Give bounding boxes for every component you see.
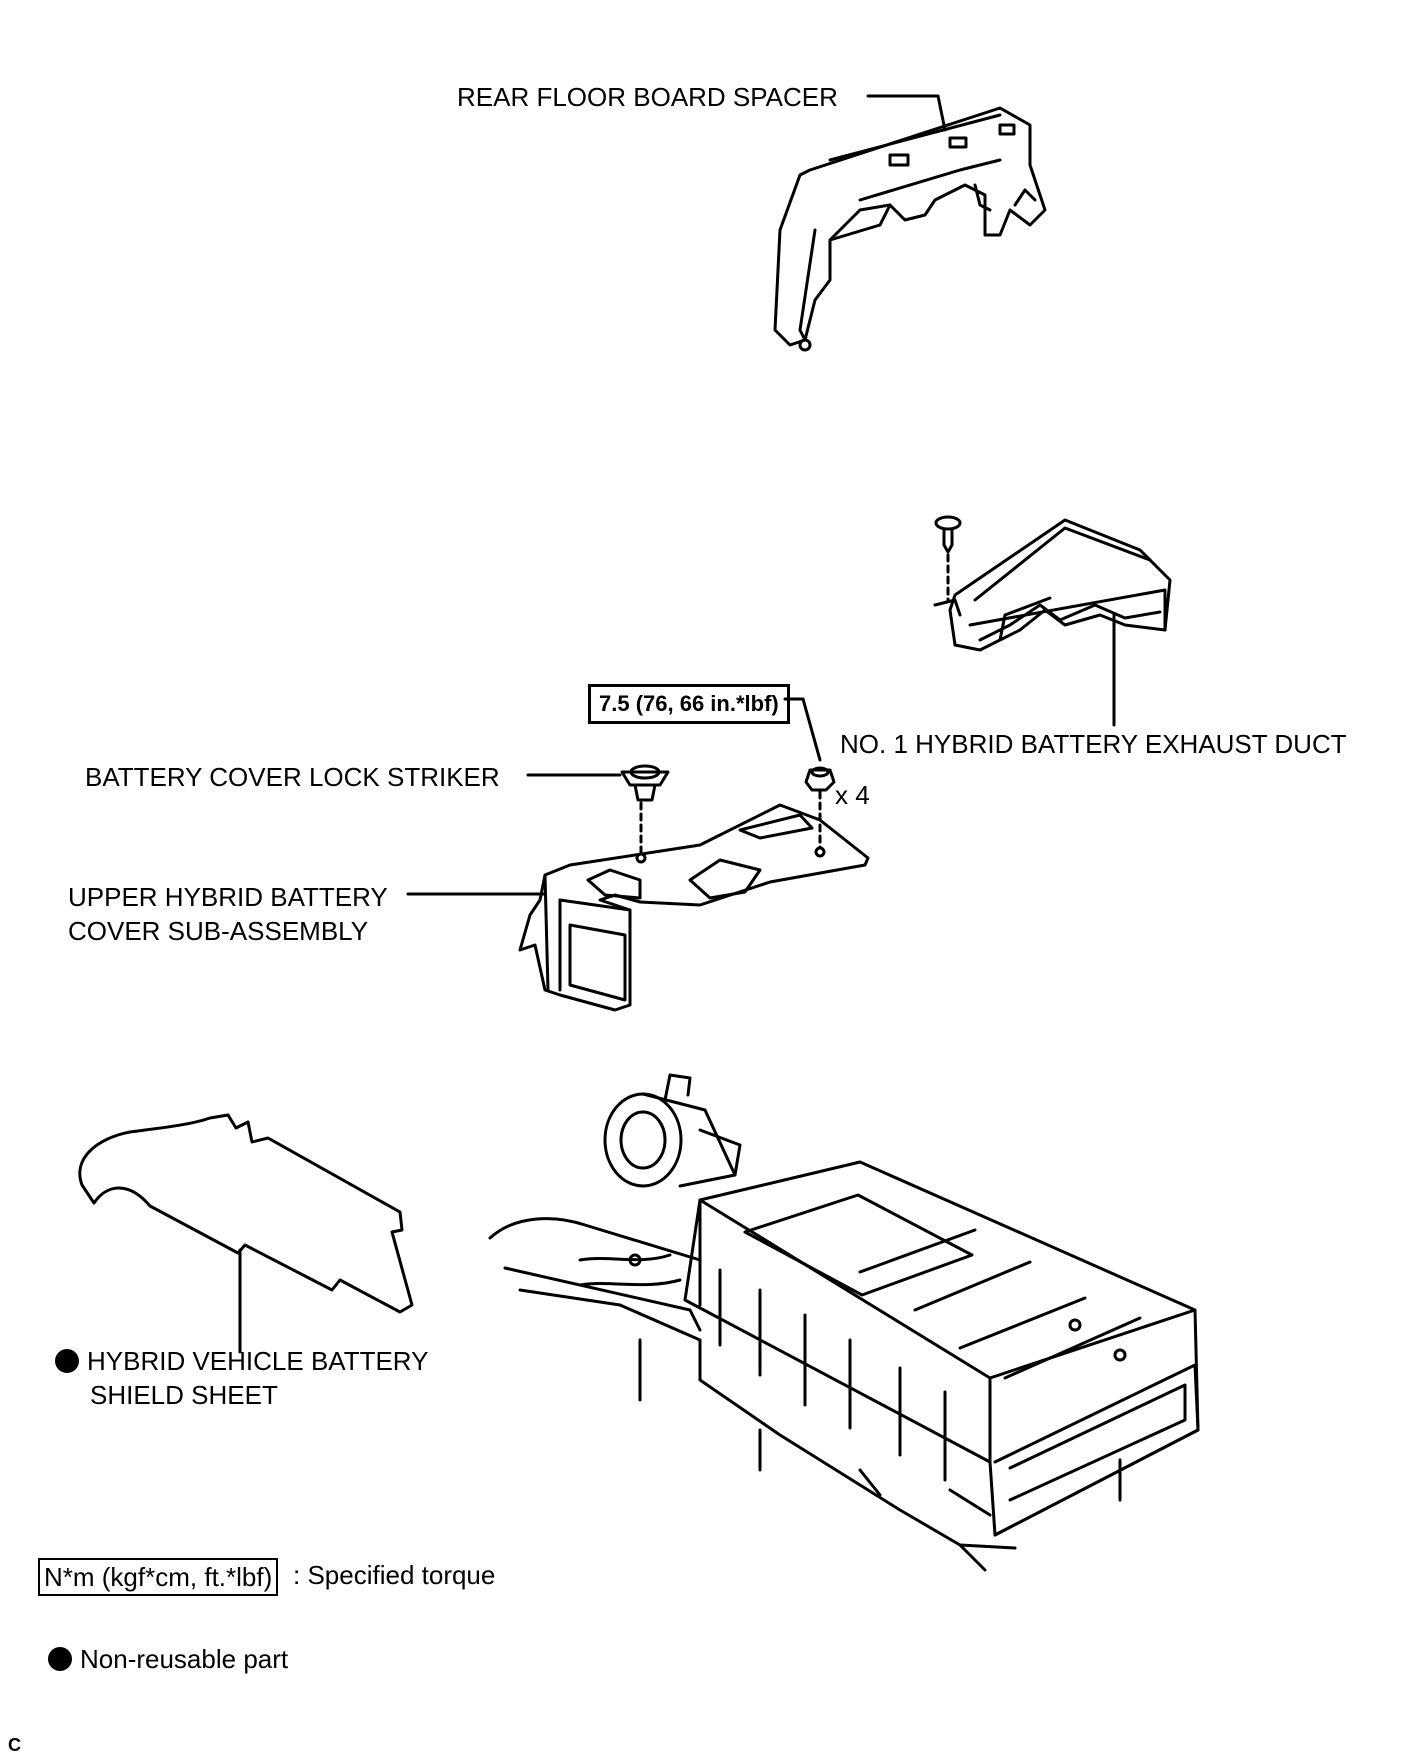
non-reusable-dot-icon [55,1349,79,1373]
rear-floor-board-spacer-part [773,106,1047,352]
torque-spec-box: 7.5 (76, 66 in.*lbf) [588,684,790,724]
shield-sheet-text1: HYBRID VEHICLE BATTERY [87,1346,429,1376]
figure-code: C [8,1735,21,1755]
upper-battery-cover-part [518,803,870,1012]
label-shield-sheet-line1: HYBRID VEHICLE BATTERY [55,1344,428,1378]
label-lock-striker: BATTERY COVER LOCK STRIKER [85,762,500,792]
lock-striker-part [620,764,670,802]
shield-sheet-part [78,1113,414,1314]
exhaust-duct-clip-icon [934,515,962,554]
label-shield-sheet-line2: SHIELD SHEET [90,1380,278,1410]
hybrid-battery-assembly [488,1073,1200,1572]
legend-torque-unit-box: N*m (kgf*cm, ft.*lbf) [38,1558,279,1596]
label-exhaust-duct: NO. 1 HYBRID BATTERY EXHAUST DUCT [840,729,1347,759]
legend-nonreusable: Non-reusable part [48,1642,288,1676]
label-upper-cover-line2: COVER SUB-ASSEMBLY [68,916,369,946]
non-reusable-legend-dot-icon [48,1647,72,1671]
legend-torque-desc: : Specified torque [293,1560,496,1590]
label-quantity: x 4 [835,780,870,810]
label-rear-floor-board-spacer: REAR FLOOR BOARD SPACER [457,82,838,112]
legend-nonreusable-text: Non-reusable part [80,1644,289,1674]
nut-icon [804,766,836,792]
label-upper-cover-line1: UPPER HYBRID BATTERY [68,882,388,912]
exhaust-duct-part [933,518,1172,652]
